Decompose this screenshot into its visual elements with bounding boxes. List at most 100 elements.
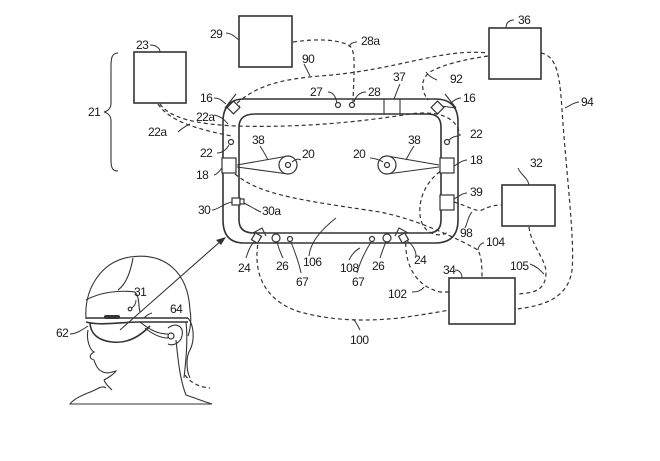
label-28: 28 <box>368 85 381 99</box>
line-98 <box>453 201 503 212</box>
label-23: 23 <box>136 38 149 52</box>
line-104 <box>234 173 483 280</box>
label-22-right: 22 <box>470 127 483 141</box>
wheel-20-left-hub <box>284 161 292 169</box>
sensor-26-left <box>271 233 281 243</box>
visor-top-unit <box>104 315 120 319</box>
label-30a: 30a <box>262 204 281 218</box>
ear <box>167 324 183 346</box>
corner-sensor-16-right <box>430 93 457 115</box>
label-24-right: 24 <box>414 253 427 267</box>
element-30 <box>231 197 241 206</box>
line-inner-right <box>419 167 449 236</box>
label-20-left: 20 <box>302 147 315 161</box>
frame-outer <box>222 98 459 244</box>
back-of-head <box>186 317 194 379</box>
sensor-31 <box>127 306 133 312</box>
line-28a <box>292 39 355 103</box>
module-boxes <box>133 15 556 325</box>
label-21: 21 <box>88 105 101 119</box>
label-67-left: 67 <box>296 275 309 289</box>
label-100: 100 <box>350 333 369 347</box>
sensor-22-right <box>443 138 451 146</box>
line-90 <box>231 51 489 109</box>
line-100 <box>256 237 450 321</box>
sensor-26-right <box>382 233 392 243</box>
label-64: 64 <box>170 302 183 316</box>
sensor-28 <box>348 101 356 109</box>
label-62: 62 <box>56 326 69 340</box>
visor-62 <box>85 317 188 344</box>
label-22a-upper: 22a <box>196 110 215 124</box>
label-30: 30 <box>198 203 211 217</box>
label-105: 105 <box>510 259 529 273</box>
label-18-right: 18 <box>470 153 483 167</box>
line-22a-upper <box>159 103 461 137</box>
helmet-seams <box>85 257 141 313</box>
sensor-67-right <box>368 235 376 243</box>
label-67-right: 67 <box>352 275 365 289</box>
line-105 <box>516 226 547 295</box>
corner-sensor-24-right <box>394 227 410 245</box>
wheel-20-right-hub <box>383 161 391 169</box>
label-102: 102 <box>388 287 407 301</box>
box-32 <box>501 184 556 227</box>
earpiece <box>167 332 175 340</box>
label-90: 90 <box>302 52 315 66</box>
label-38-right: 38 <box>408 133 421 147</box>
label-20-right: 20 <box>353 147 366 161</box>
reference-arrow <box>119 237 226 331</box>
label-31: 31 <box>134 285 147 299</box>
display-frame <box>221 93 459 245</box>
leader-lines <box>69 19 580 335</box>
brace-21 <box>103 52 119 172</box>
block-39 <box>439 194 455 211</box>
line-92 <box>422 55 489 101</box>
box-23 <box>133 51 187 104</box>
label-16-right: 16 <box>463 91 476 105</box>
frame-inner <box>238 113 442 234</box>
corner-sensor-16-left <box>224 93 241 115</box>
block-18-left <box>221 157 237 174</box>
label-36: 36 <box>518 13 531 27</box>
label-29: 29 <box>210 27 223 41</box>
label-104: 104 <box>486 235 505 249</box>
line-102 <box>405 235 449 293</box>
label-106: 106 <box>303 255 322 269</box>
label-27: 27 <box>310 85 323 99</box>
line-94 <box>516 52 574 310</box>
label-94: 94 <box>581 95 594 109</box>
label-22a-lower: 22a <box>148 125 167 139</box>
box-36 <box>488 27 542 80</box>
strap-64 <box>139 321 188 379</box>
label-37: 37 <box>393 70 406 84</box>
neck <box>68 339 213 405</box>
line-22a-lower <box>157 103 233 137</box>
corner-sensor-24-left <box>250 227 267 245</box>
label-26-right: 26 <box>372 259 385 273</box>
sensor-67-left <box>286 235 294 243</box>
block-18-right <box>439 157 455 174</box>
label-28a: 28a <box>361 34 380 48</box>
label-98: 98 <box>460 226 473 240</box>
sensor-27 <box>334 101 342 109</box>
label-22-left: 22 <box>200 146 213 160</box>
box-29 <box>238 15 293 68</box>
element-30a <box>239 198 245 205</box>
label-38-left: 38 <box>252 133 265 147</box>
label-108: 108 <box>340 261 359 275</box>
box-34 <box>448 277 516 325</box>
connection-lines <box>157 39 574 389</box>
reference-labels: 21 23 29 28a 90 36 27 28 37 92 94 16 16 … <box>56 13 595 347</box>
label-92: 92 <box>450 72 463 86</box>
belt-38-right <box>386 155 440 175</box>
face-profile <box>86 329 118 381</box>
label-26-left: 26 <box>276 259 289 273</box>
head-illustration <box>68 255 213 405</box>
label-16-left: 16 <box>200 91 213 105</box>
label-32: 32 <box>530 156 543 170</box>
label-39: 39 <box>470 185 483 199</box>
sensor-22-left <box>227 138 235 146</box>
line-head-cable <box>184 374 211 389</box>
